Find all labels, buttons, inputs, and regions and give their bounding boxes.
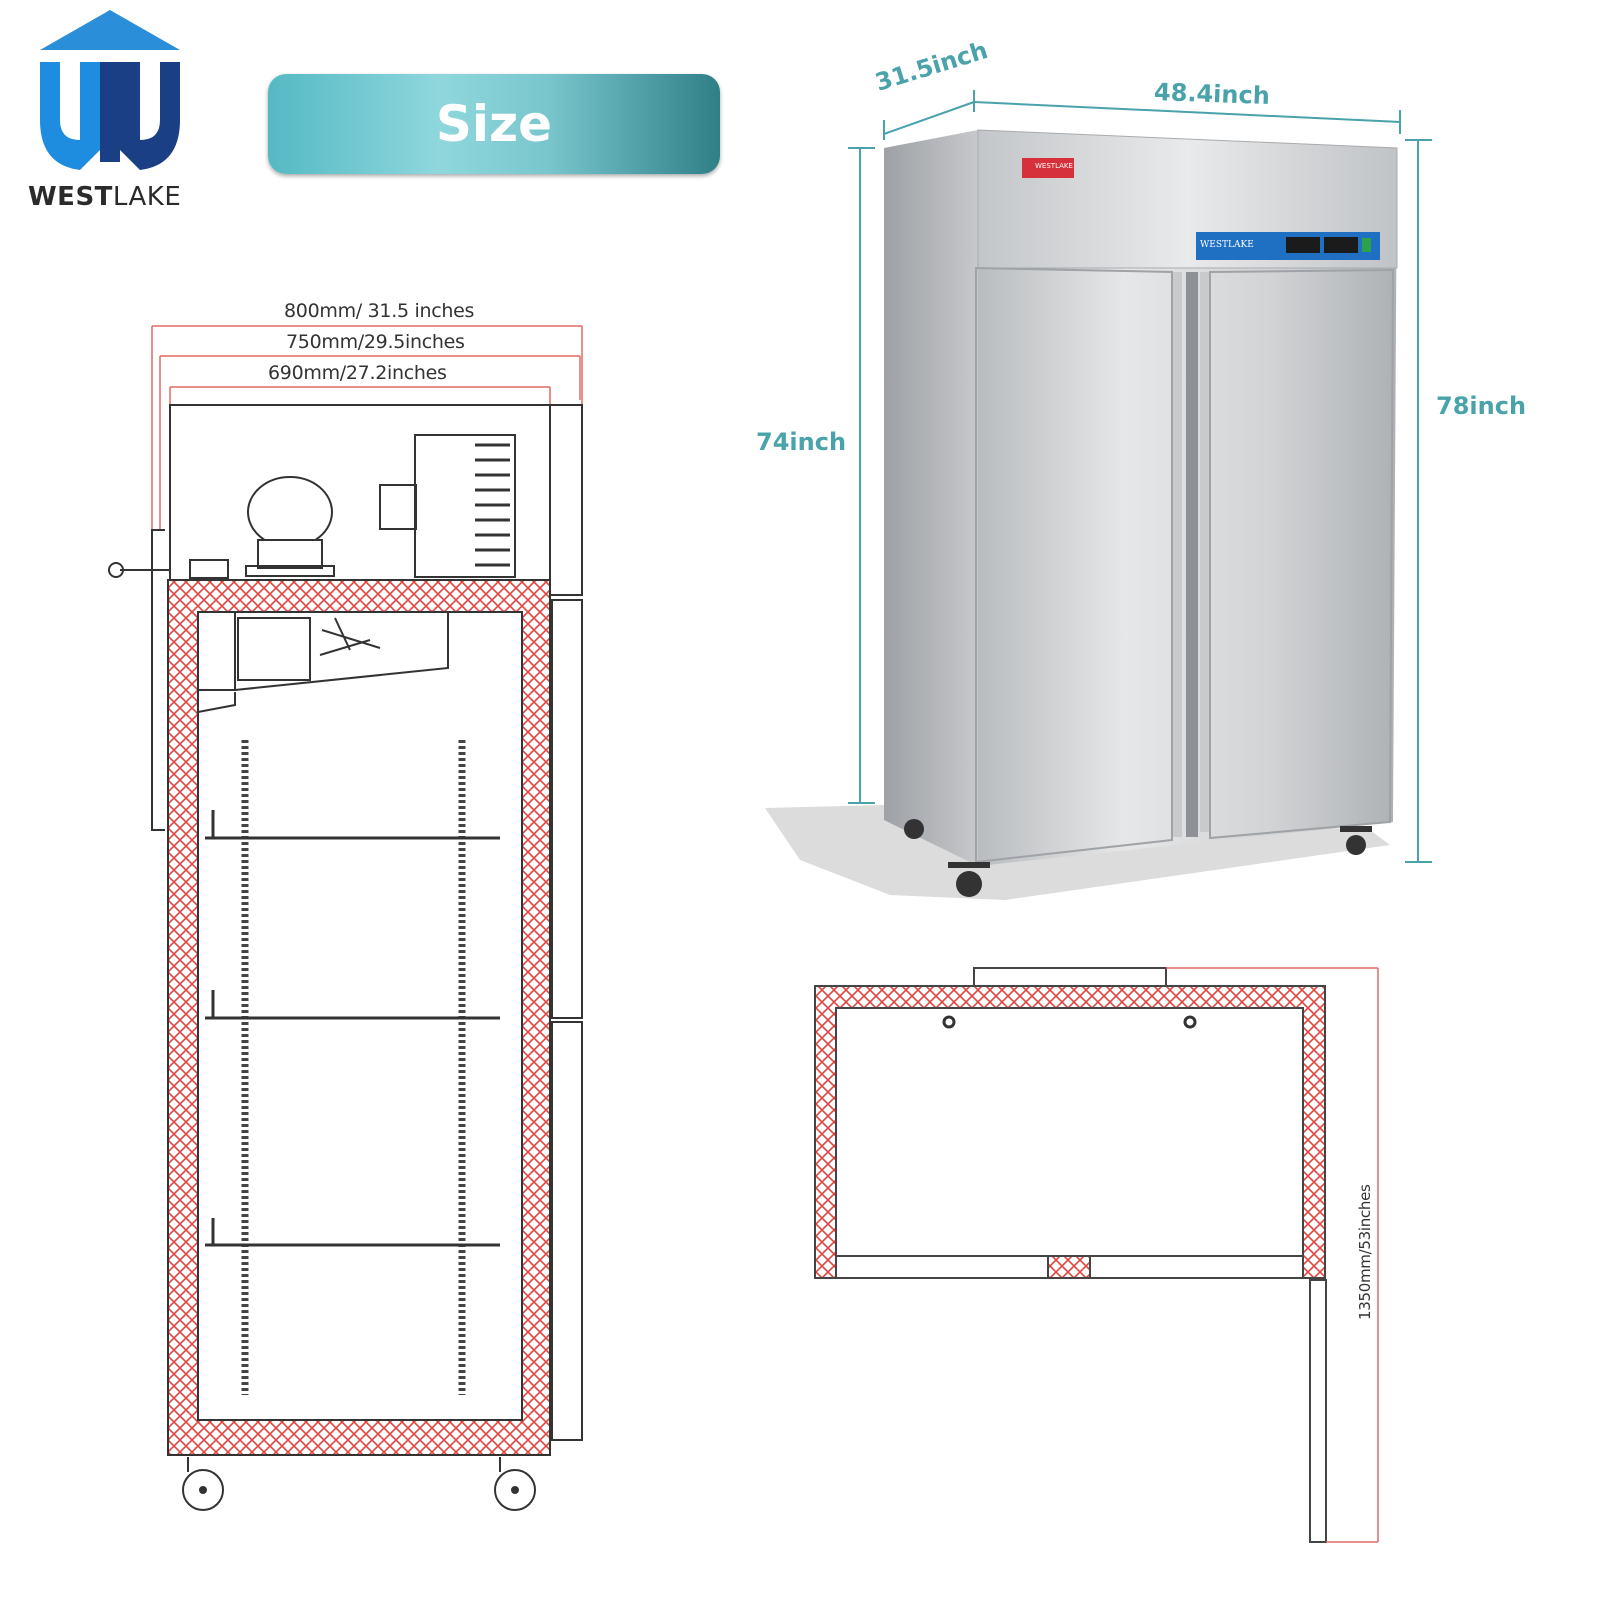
dim-inner-label: 690mm/27.2inches [268, 362, 447, 384]
brand-badge-icon [1022, 158, 1074, 178]
brand-name-part1: WEST [28, 182, 113, 212]
dim-outer-label: 800mm/ 31.5 inches [284, 300, 475, 322]
side-section-drawing [108, 325, 583, 1511]
top-view-drawing [814, 967, 1379, 1543]
size-banner: Size [268, 74, 720, 174]
dim-height-body-label: 74inch [756, 428, 847, 456]
brand-name-part2: LAKE [112, 182, 182, 212]
dim-height-total-label: 78inch [1436, 392, 1527, 420]
control-panel-label: WESTLAKE [1200, 240, 1254, 250]
refrigerator-photo [765, 90, 1432, 900]
brand-name: WESTLAKE [28, 182, 228, 212]
dim-mid-label: 750mm/29.5inches [286, 331, 465, 353]
dim-door-swing-label: 1350mm/53inches [1356, 1184, 1374, 1320]
dim-width-label: 48.4inch [1153, 77, 1271, 111]
westlake-logo-icon [40, 10, 180, 170]
brand-badge-label: WESTLAKE [1035, 162, 1073, 170]
